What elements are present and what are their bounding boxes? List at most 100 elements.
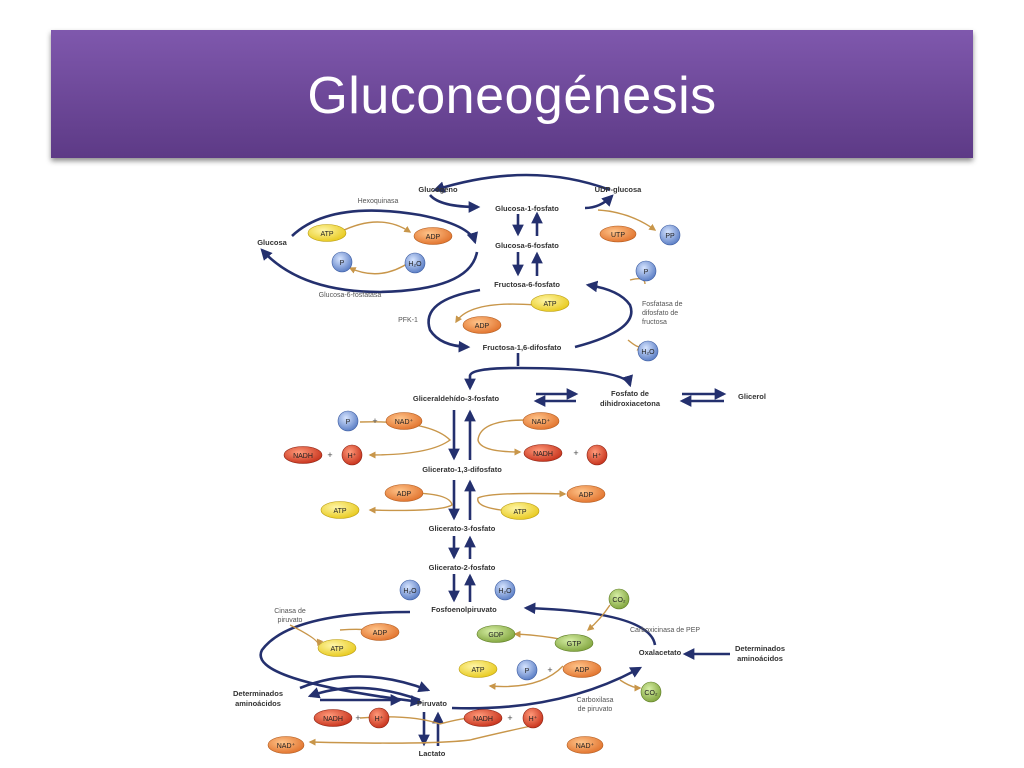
svg-text:ADP: ADP (426, 234, 441, 241)
main-arrows (259, 173, 730, 747)
svg-text:NAD⁺: NAD⁺ (576, 742, 595, 750)
svg-text:H₂O: H₂O (408, 261, 422, 268)
plus-sign: + (355, 713, 360, 723)
phosphate-ball: P (516, 659, 538, 681)
metabolite-fosfato-dihidroxiacetona-line1: Fosfato de (611, 389, 649, 398)
svg-text:NADH: NADH (293, 453, 313, 460)
phosphate-ball: P (331, 251, 353, 273)
metabolite-aminoacidos-right-line2: aminoácidos (737, 654, 783, 663)
phosphate-ball: P (635, 260, 657, 282)
nad-plus-pill: NAD⁺ (522, 412, 560, 430)
svg-text:CO₂: CO₂ (612, 597, 626, 604)
metabolite-piruvato: Piruvato (417, 699, 447, 708)
metabolite-glucogeno: Glucógeno (418, 185, 458, 194)
co2-ball: CO₂ (640, 681, 662, 703)
atp-pill: ATP (458, 660, 498, 678)
enzyme-fosfatasa-line1: Fosfatasa de (642, 301, 683, 308)
proton-ball: H⁺ (341, 444, 363, 466)
svg-text:ADP: ADP (475, 323, 490, 330)
svg-text:UTP: UTP (611, 232, 625, 239)
utp-pill: UTP (599, 225, 637, 243)
pyrophosphate-ball: PP (659, 224, 681, 246)
metabolite-aminoacidos-right-line1: Determinados (735, 644, 785, 653)
water-ball: H₂O (399, 579, 421, 601)
enzyme-fosfatasa-line2: difosfato de (642, 310, 678, 317)
svg-text:CO₂: CO₂ (644, 690, 658, 697)
enzyme-quinasa-piruvato-line1: Cinasa de (274, 608, 306, 615)
svg-text:P: P (525, 668, 530, 675)
svg-text:NAD⁺: NAD⁺ (277, 742, 296, 750)
nadh-pill: NADH (523, 444, 563, 462)
gdp-pill: GDP (476, 625, 516, 643)
nad-plus-pill: NAD⁺ (267, 736, 305, 754)
plus-sign: + (507, 713, 512, 723)
cofactors: ATP ADP P H₂O UTP PP ATP ADP P H₂O P + N… (267, 224, 681, 754)
svg-text:ADP: ADP (575, 667, 590, 674)
metabolite-fosfato-dihidroxiacetona-line2: dihidroxiacetona (600, 399, 661, 408)
metabolite-fructosa-6-fosfato: Fructosa-6-fosfato (494, 280, 560, 289)
metabolite-fructosa-16-difosfato: Fructosa-1,6-difosfato (483, 343, 562, 352)
svg-text:P: P (644, 269, 649, 276)
enzyme-quinasa-piruvato-line2: piruvato (278, 617, 303, 624)
svg-text:ATP: ATP (320, 231, 333, 238)
adp-pill: ADP (562, 660, 602, 678)
svg-text:NADH: NADH (473, 716, 493, 723)
adp-pill: ADP (384, 484, 424, 502)
svg-text:P: P (346, 419, 351, 426)
gtp-pill: GTP (554, 634, 594, 652)
svg-text:GTP: GTP (567, 641, 582, 648)
slide-title: Gluconeogénesis (307, 67, 717, 125)
svg-text:PP: PP (665, 233, 675, 240)
svg-text:GDP: GDP (488, 632, 504, 639)
plus-sign: + (573, 448, 578, 458)
svg-text:ADP: ADP (373, 630, 388, 637)
metabolite-glucosa-6-fosfato: Glucosa-6-fosfato (495, 241, 559, 250)
plus-sign: + (327, 450, 332, 460)
adp-pill: ADP (566, 485, 606, 503)
nad-plus-pill: NAD⁺ (566, 736, 604, 754)
enzyme-fosfatasa-line3: fructosa (642, 319, 667, 326)
svg-text:ADP: ADP (397, 491, 412, 498)
water-ball: H₂O (404, 252, 426, 274)
nad-plus-pill: NAD⁺ (385, 412, 423, 430)
proton-ball: H⁺ (586, 444, 608, 466)
atp-pill: ATP (500, 502, 540, 520)
enzyme-carboxilasa-line2: de piruvato (578, 706, 613, 713)
metabolite-glicerol: Glicerol (738, 392, 766, 401)
svg-text:P: P (340, 260, 345, 267)
adp-pill: ADP (462, 316, 502, 334)
proton-ball: H⁺ (522, 707, 544, 729)
nadh-pill: NADH (463, 709, 503, 727)
svg-text:ATP: ATP (330, 646, 343, 653)
metabolite-aminoacidos-left-line1: Determinados (233, 689, 283, 698)
metabolite-oxalacetato: Oxalacetato (639, 648, 682, 657)
title-banner: Gluconeogénesis (51, 30, 973, 158)
adp-pill: ADP (360, 623, 400, 641)
svg-text:NADH: NADH (323, 716, 343, 723)
plus-sign: + (372, 416, 377, 426)
adp-pill: ADP (413, 227, 453, 245)
atp-pill: ATP (530, 294, 570, 312)
metabolite-udp-glucosa: UDP-glucosa (595, 185, 643, 194)
svg-text:ADP: ADP (579, 492, 594, 499)
svg-text:H⁺: H⁺ (593, 452, 602, 460)
metabolite-glicerato-2-fosfato: Glicerato-2-fosfato (429, 563, 496, 572)
svg-text:H₂O: H₂O (403, 588, 417, 595)
svg-text:H⁺: H⁺ (529, 715, 538, 723)
svg-text:ATP: ATP (333, 508, 346, 515)
svg-text:ATP: ATP (513, 509, 526, 516)
svg-text:NAD⁺: NAD⁺ (532, 418, 551, 426)
nadh-pill: NADH (313, 709, 353, 727)
co2-ball: CO₂ (608, 588, 630, 610)
svg-text:NADH: NADH (533, 451, 553, 458)
svg-text:NAD⁺: NAD⁺ (395, 418, 414, 426)
atp-pill: ATP (317, 639, 357, 657)
enzyme-pfk1: PFK-1 (398, 317, 418, 324)
svg-text:H₂O: H₂O (498, 588, 512, 595)
metabolite-glucosa-1-fosfato: Glucosa-1-fosfato (495, 204, 559, 213)
metabolite-glicerato-3-fosfato: Glicerato-3-fosfato (429, 524, 496, 533)
phosphate-ball: P (337, 410, 359, 432)
proton-ball: H⁺ (368, 707, 390, 729)
svg-text:ATP: ATP (543, 301, 556, 308)
